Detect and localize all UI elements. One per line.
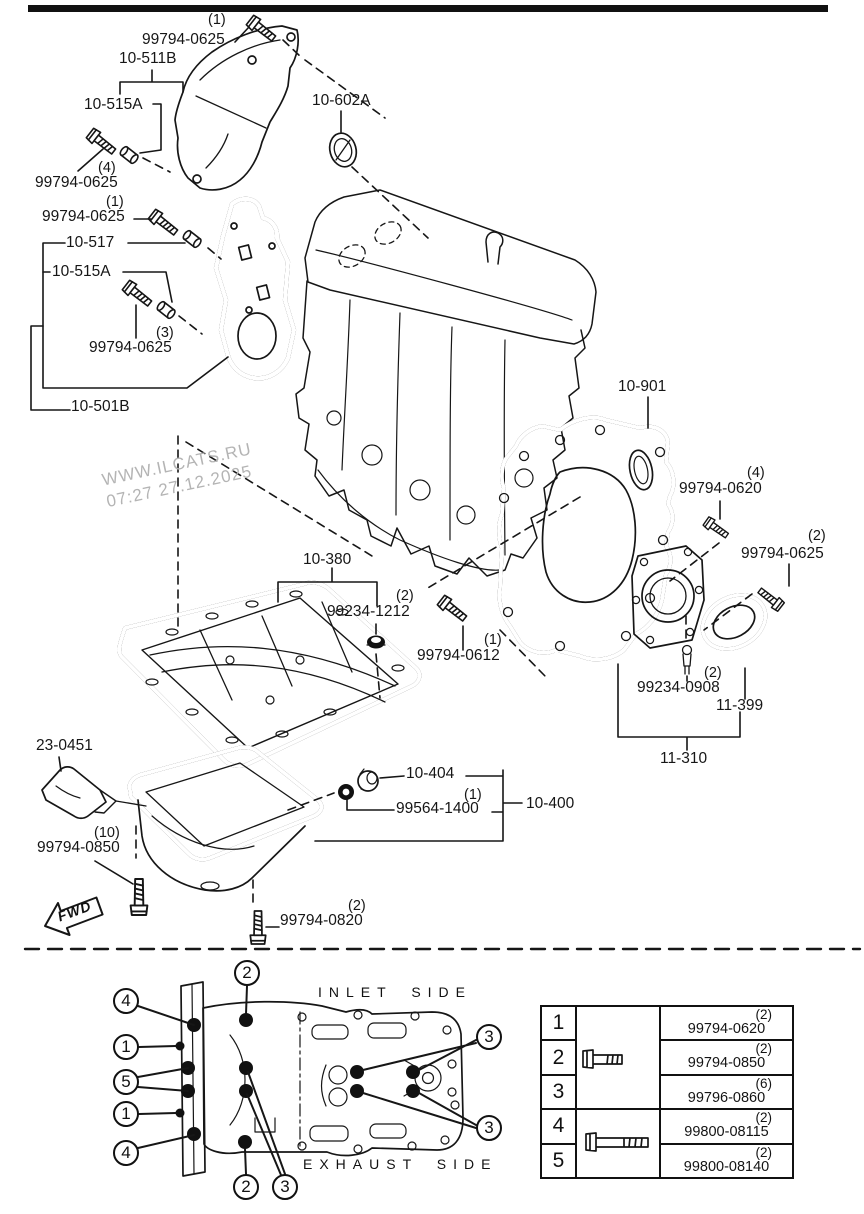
part-label: 99800-08140 (683, 1158, 770, 1175)
part-label: 99234-1212 (327, 603, 410, 620)
qty-label: (2) (755, 1041, 773, 1057)
row-number: 1 (540, 1004, 577, 1042)
callout-leader-lines (137, 985, 477, 1176)
short-bolt-icon (575, 1004, 661, 1111)
engine-block-drawing (295, 189, 597, 577)
assembly-label: 10-380 (303, 551, 352, 568)
callout-circle-5: 5 (113, 1069, 139, 1095)
drain-plug-drawing (357, 768, 379, 792)
part-label: 99794-0625 (142, 31, 225, 48)
qty-label: (2) (755, 1144, 773, 1160)
assembly-label: 10-404 (406, 765, 455, 782)
qty-label: (4) (747, 465, 765, 481)
table-row: 3 (6) 99796-0860 (540, 1073, 794, 1111)
fwd-arrow (44, 896, 104, 936)
callout-circle-2: 2 (233, 1174, 259, 1200)
upper-timing-cover-drawing (174, 25, 300, 191)
assembly-label: 23-0451 (36, 737, 93, 754)
row-number: 5 (540, 1142, 577, 1180)
seal-retainer-drawing (631, 545, 777, 662)
qty-label: (3) (156, 325, 174, 341)
row-number: 4 (540, 1108, 577, 1145)
qty-label: (1) (464, 787, 482, 803)
qty-label: (2) (755, 1007, 773, 1022)
qty-label: (1) (106, 194, 124, 210)
part-label: 99794-0620 (687, 1021, 766, 1037)
callout-circle-1: 1 (113, 1034, 139, 1060)
callout-circle-1: 1 (113, 1101, 139, 1127)
assembly-label: 10-515A (52, 263, 111, 280)
part-label: 99794-0850 (687, 1055, 766, 1072)
part-label: 99794-0820 (280, 912, 363, 929)
qty-label: (1) (484, 632, 502, 648)
assembly-label: 11-310 (660, 750, 708, 767)
oil-pan-drawing (127, 745, 324, 892)
qty-label: (2) (704, 665, 722, 681)
part-label: 99564-1400 (396, 800, 479, 817)
top-border-bar (28, 5, 828, 12)
table-row: 1 (2) 99794-0620 (540, 1004, 794, 1111)
end-plate-gasket-drawing (497, 415, 676, 662)
assembly-label: 10-602A (312, 92, 371, 109)
exhaust-side-label: EXHAUST SIDE (303, 1156, 498, 1172)
assembly-label: 11-399 (716, 697, 764, 714)
qty-label: (2) (808, 528, 826, 544)
callout-circle-3: 3 (272, 1174, 298, 1200)
qty-label: (4) (98, 160, 116, 176)
callout-circle-3: 3 (476, 1115, 502, 1141)
sealant-tube-drawing (41, 766, 147, 820)
part-label: 99800-08115 (684, 1124, 769, 1141)
table-row: 5 (2) 99800-08140 (540, 1142, 794, 1180)
callout-circle-2: 2 (234, 960, 260, 986)
fastener-table: 1 (2) 99794-0620 2 (2) 99794-0850 3 (6) … (540, 1004, 794, 1180)
callout-circle-4: 4 (113, 988, 139, 1014)
leader-lines (30, 26, 790, 928)
row-number: 3 (540, 1073, 577, 1111)
camshaft-seal-drawing (328, 132, 358, 168)
assembly-label: 10-511B (119, 50, 177, 67)
qty-label: (2) (755, 1110, 773, 1126)
grommet-drawing (366, 635, 386, 649)
row-number: 2 (540, 1039, 577, 1076)
drain-plug-gasket-drawing (338, 784, 354, 800)
assembly-dashed-lines (135, 39, 753, 907)
part-label: 99794-0850 (37, 839, 120, 856)
qty-label: (6) (755, 1075, 773, 1091)
qty-label: (1) (208, 12, 226, 28)
check-valve-drawing (681, 644, 693, 675)
assembly-label: 10-400 (526, 795, 575, 812)
bolt-pattern-diagram (137, 981, 477, 1177)
part-label: 99794-0625 (42, 208, 125, 225)
assembly-label: 10-501B (71, 398, 130, 415)
part-label: 99794-0625 (35, 174, 118, 191)
part-label: 99796-0860 (687, 1089, 766, 1106)
part-label: 99794-0612 (417, 647, 500, 664)
assembly-label: 10-515A (84, 96, 143, 113)
qty-label: (2) (348, 898, 366, 914)
part-label: 99794-0625 (741, 545, 824, 562)
front-cover-gasket-drawing (213, 199, 297, 378)
qty-label: (2) (396, 588, 414, 604)
table-row: 4 (2) 99800-08115 (540, 1108, 794, 1179)
assembly-label: 10-517 (66, 234, 115, 251)
part-label: 99234-0908 (637, 679, 720, 696)
callout-circle-4: 4 (113, 1140, 139, 1166)
long-bolt-icon (575, 1108, 661, 1179)
inlet-side-label: INLET SIDE (318, 984, 472, 1000)
part-label: 99794-0620 (679, 480, 762, 497)
qty-label: (10) (94, 825, 120, 841)
part-label: 99794-0625 (89, 339, 172, 356)
table-row: 2 (2) 99794-0850 (540, 1039, 794, 1076)
assembly-label: 10-901 (618, 378, 667, 395)
callout-circle-3: 3 (476, 1024, 502, 1050)
